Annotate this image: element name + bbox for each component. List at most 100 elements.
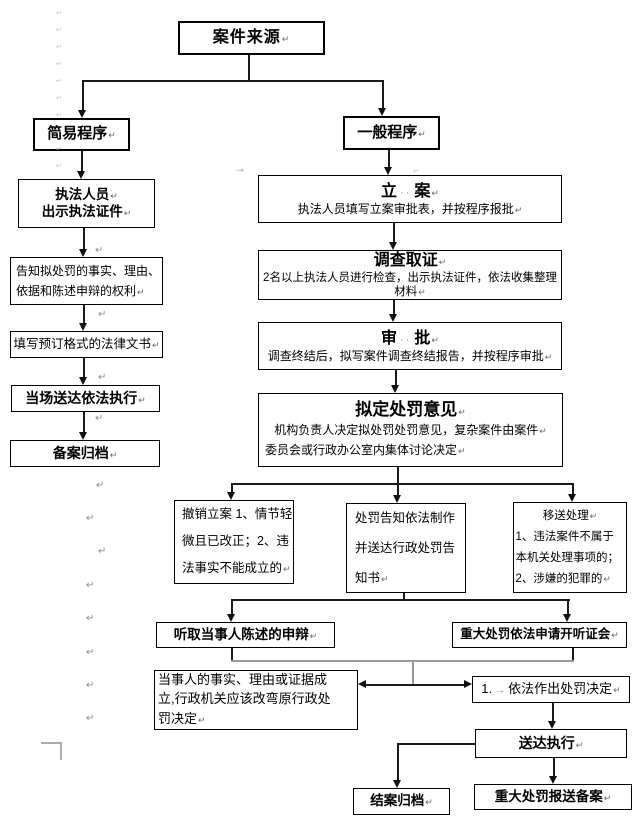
node-penalty-decision: 1.→依法作出处罚决定↵	[472, 676, 630, 703]
node-label: 填写预订格式的法律文书	[13, 336, 151, 351]
space-marks-icon: ··	[400, 333, 412, 346]
arrowhead-down-icon	[389, 314, 397, 322]
return-mark-icon: ↵	[438, 256, 447, 267]
node-case-filing: 立··案↵ 执法人员填写立案审批表，并按程序报批↵	[258, 175, 562, 223]
tab-mark-icon: →	[234, 161, 246, 175]
flow-line	[393, 223, 395, 243]
node-label: 依法作出处罚决定	[508, 681, 613, 697]
flow-line	[403, 593, 405, 601]
flow-line	[231, 599, 570, 601]
node-subtitle: 执法人员填写立案审批表，并按程序报批	[297, 201, 514, 216]
arrowhead-left-icon	[358, 680, 366, 688]
node-title: 移送处理	[542, 509, 589, 522]
return-mark-icon: ↵	[198, 714, 206, 725]
return-mark-icon: ↵	[425, 797, 433, 808]
return-mark-icon: ↵	[281, 34, 291, 44]
flow-line	[393, 300, 395, 315]
node-approval: 审··批↵ 调查终结后，拟写案件调查终结报告，并按程序审批↵	[258, 322, 562, 370]
return-mark-icon: ↵	[110, 190, 118, 201]
return-mark-icon: ↵	[98, 372, 107, 383]
node-label: 撤销立案 1、情节轻	[182, 507, 293, 521]
node-label: 当场送达依法执行	[25, 389, 138, 406]
node-title: 立	[381, 182, 398, 200]
flow-line	[553, 758, 555, 777]
formatting-mark-icon: ↵	[56, 146, 62, 153]
return-mark-icon: ↵	[431, 187, 439, 198]
flow-line	[572, 483, 574, 495]
node-deliver-execute: 送达执行↵	[475, 729, 627, 758]
flow-line	[397, 483, 399, 496]
arrowhead-down-icon	[378, 108, 386, 116]
return-mark-icon: ↵	[137, 286, 145, 297]
flow-line	[83, 305, 85, 324]
node-transfer-handling: 移送处理↵ 1、违法案件不属于 本机关处理事项的； 2、涉嫌的犯罪的↵	[513, 502, 627, 593]
return-mark-icon: ↵	[539, 425, 547, 436]
return-mark-icon: ↵	[98, 309, 107, 320]
flow-line	[388, 150, 390, 168]
node-label: 送达执行	[518, 734, 575, 751]
node-label: 备案归档	[52, 444, 109, 461]
node-label: 知书	[355, 570, 381, 585]
flow-line	[82, 80, 84, 111]
node-title: 审	[381, 329, 398, 347]
arrowhead-down-icon	[548, 721, 556, 729]
return-mark-icon: ↵	[589, 510, 598, 521]
return-mark-icon: ↵	[95, 245, 104, 256]
node-investigation: 调查取证↵ 2名以上执法人员进行检查，出示执法证件，依法收集整理材料↵	[258, 250, 562, 300]
flow-line	[572, 648, 574, 662]
node-label: 执法人员	[55, 186, 110, 202]
node-label: 依据和陈述申辩的权利	[16, 283, 137, 298]
flow-line	[397, 467, 399, 484]
node-fill-legal-doc: 填写预订格式的法律文书↵	[10, 331, 163, 358]
textbox-corner-line	[41, 742, 61, 744]
return-mark-icon: ↵	[86, 513, 95, 524]
flow-line	[83, 228, 85, 250]
arrowhead-down-icon	[78, 110, 86, 118]
flow-line	[82, 80, 384, 82]
node-label: 立,行政机关应该改弯原行政处	[158, 691, 331, 707]
return-mark-icon: ↵	[381, 573, 389, 584]
flow-line	[397, 743, 399, 781]
flow-line	[567, 599, 569, 615]
node-close-archive: 结案归档↵	[353, 788, 450, 815]
node-label: 当事人的事实、理由或证据成	[158, 671, 328, 687]
return-mark-icon: ↵	[458, 445, 466, 456]
return-mark-icon: ↵	[309, 630, 318, 641]
arrowhead-down-icon	[227, 492, 235, 500]
node-title: 拟定处罚意见	[355, 400, 458, 420]
arrowhead-down-icon	[568, 494, 576, 502]
arrowhead-down-icon	[393, 780, 401, 788]
node-label: 结案归档	[370, 793, 425, 809]
arrowhead-down-icon	[563, 614, 571, 622]
node-label: 微且已改正；2、违	[182, 534, 289, 548]
arrowhead-down-icon	[79, 377, 87, 385]
flow-line	[366, 684, 464, 686]
node-draft-penalty-opinion: 拟定处罚意见↵ 机构负责人决定拟处罚处罚意见，复杂案件由案件↵ 委员会或行政办公…	[258, 393, 563, 467]
node-onsite-delivery: 当场送达依法执行↵	[11, 385, 160, 412]
return-mark-icon: ↵	[86, 647, 95, 658]
arrowhead-down-icon	[391, 385, 399, 393]
return-mark-icon: ↵	[514, 204, 523, 215]
return-mark-icon: ↵	[575, 739, 584, 750]
return-mark-icon: ↵	[418, 287, 426, 297]
node-cancel-filing: 撤销立案 1、情节轻 微且已改正；2、违 法事实不能成立的↵	[174, 500, 294, 584]
return-mark-icon: ↵	[603, 573, 611, 584]
formatting-mark-icon: ↵	[56, 61, 62, 68]
flow-line	[231, 599, 233, 615]
return-mark-icon: ↵	[431, 334, 439, 345]
return-mark-icon: ↵	[95, 413, 104, 424]
node-label: 重大处罚依法申请开听证会	[460, 627, 611, 642]
formatting-mark-icon: ↵	[56, 78, 62, 85]
space-marks-icon: ··	[400, 186, 412, 199]
node-label: 案件来源	[212, 29, 281, 46]
node-title: 调查取证	[373, 251, 438, 269]
node-enforcement-personnel: 执法人员↵ 出示执法证件↵	[18, 179, 155, 228]
return-mark-icon: ↵	[123, 207, 132, 218]
return-mark-icon: ↵	[611, 630, 619, 641]
node-subtitle: 机构负责人决定拟处罚处罚意见，复杂案件由案件	[274, 422, 539, 437]
node-label: 1、违法案件不属于	[515, 530, 614, 543]
node-label: 简易程序	[47, 125, 108, 143]
node-label: 出示执法证件	[41, 203, 123, 219]
arrowhead-down-icon	[77, 171, 85, 179]
node-label: 一般程序	[357, 123, 418, 141]
